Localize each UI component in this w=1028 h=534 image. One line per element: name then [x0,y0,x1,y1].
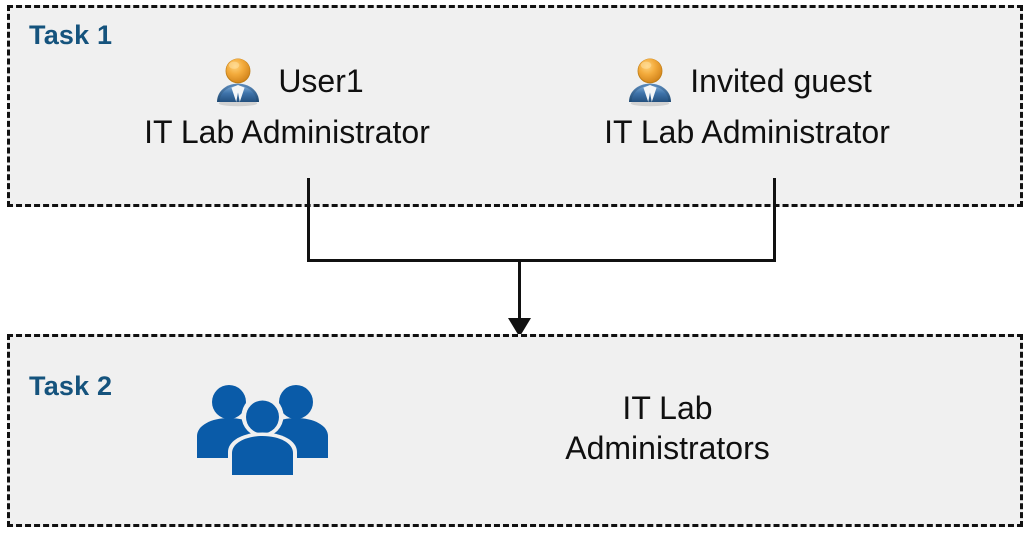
member-user1-name: User1 [278,63,364,99]
task-1-label: Task 1 [29,20,113,50]
group-it-lab-administrators: IT Lab Administrators [195,380,875,475]
user-group-icon [195,380,330,475]
task-1-box [7,5,1023,207]
task-2-label: Task 2 [29,371,113,401]
member-user1: User1 IT Lab Administrator [92,52,482,150]
single-user-icon [210,53,266,109]
member-invited-guest-role: IT Lab Administrator [604,114,890,150]
member-invited-guest-header: Invited guest [552,52,942,110]
member-user1-header: User1 [92,52,482,110]
member-invited-guest: Invited guest IT Lab Administrator [552,52,942,150]
member-user1-role: IT Lab Administrator [144,114,430,150]
group-name-label: IT Lab Administrators [565,389,770,466]
task-2-box [7,334,1023,527]
member-invited-guest-name: Invited guest [690,63,872,99]
single-user-icon [622,53,678,109]
